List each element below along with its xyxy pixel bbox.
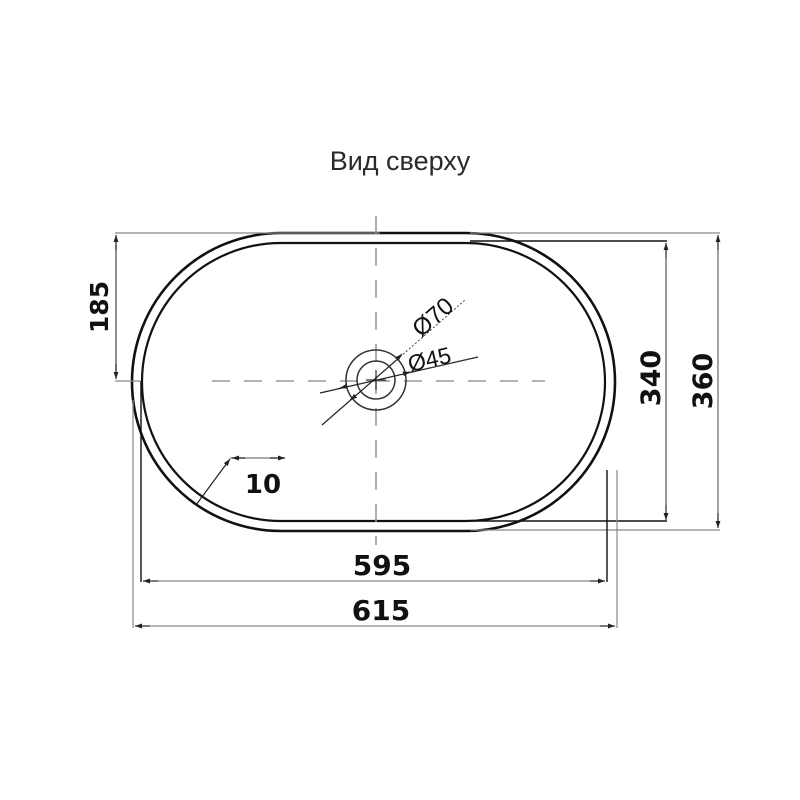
basin-outline (130, 231, 617, 533)
dimension-185-label: 185 (85, 281, 114, 333)
drain-outer-circle (345, 349, 407, 411)
drain-inner-circle (356, 360, 396, 400)
dimension-360: 360 (470, 232, 721, 531)
dimension-595: 595 (140, 381, 608, 584)
dimension-340: 340 (470, 240, 669, 522)
dimension-595-label: 595 (353, 549, 411, 582)
drain-outer-diameter-label: Ø70 (407, 292, 459, 342)
drain-inner-diameter-dimension: Ø45 (319, 342, 479, 394)
dimension-340-label: 340 (636, 350, 667, 406)
drain-inner-diameter-label: Ø45 (405, 342, 453, 377)
dimension-360-label: 360 (688, 353, 719, 409)
drain (345, 349, 407, 411)
dimension-615: 615 (132, 400, 618, 629)
dimension-10-label: 10 (245, 470, 281, 500)
inner-rim (140, 241, 607, 523)
outer-rim (130, 231, 617, 533)
dimension-10: 10 (195, 455, 285, 506)
view-title: Вид сверху (329, 146, 471, 176)
dimension-615-label: 615 (352, 594, 410, 627)
dimension-185: 185 (85, 232, 380, 382)
